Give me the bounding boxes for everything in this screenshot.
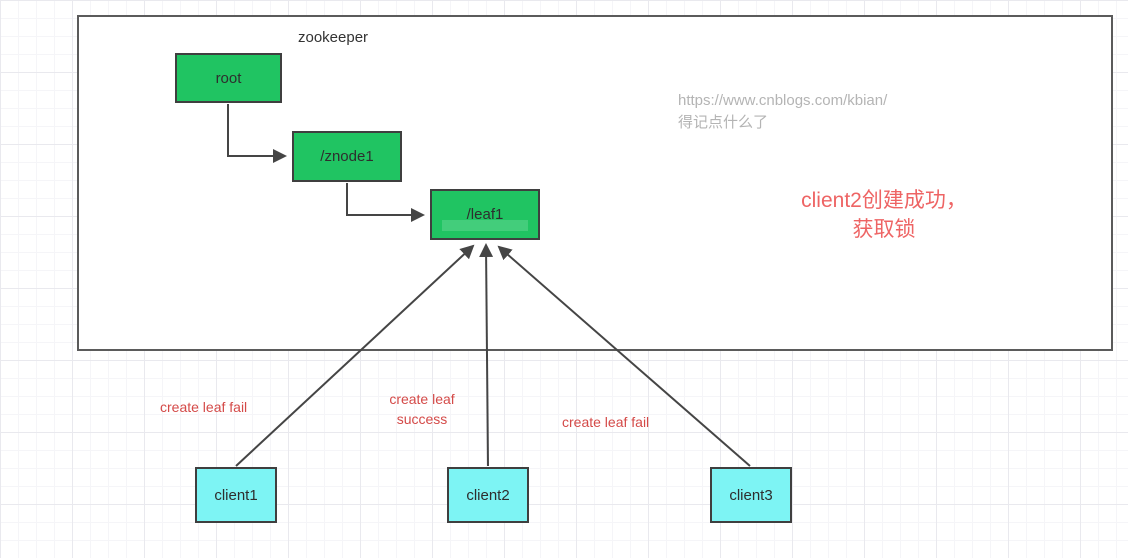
client2-label: client2 (466, 486, 510, 504)
lock-annotation-line2: 获取锁 (852, 218, 916, 241)
znode-leaf1: /leaf1 (430, 189, 540, 240)
client3-box: client3 (710, 467, 792, 523)
arrow-client3-to-leaf1 (497, 245, 751, 467)
arrow-root-to-znode1 (227, 104, 287, 163)
lock-annotation-line1: client2创建成功， (801, 189, 967, 212)
watermark: https://www.cnblogs.com/kbian/ 得记点什么了 (678, 90, 887, 134)
watermark-caption: 得记点什么了 (678, 114, 769, 131)
leaf1-highlight (442, 220, 528, 231)
client1-label: client1 (214, 486, 258, 504)
znode-leaf1-label: /leaf1 (466, 206, 504, 223)
arrow-client1-to-leaf1 (235, 244, 475, 467)
edge-label-client1-fail: create leaf fail (160, 399, 248, 415)
lock-annotation: client2创建成功， 获取锁 (780, 186, 988, 244)
arrow-znode1-to-leaf1 (346, 183, 425, 222)
edge-label-client3-fail: create leaf fail (562, 414, 650, 430)
znode-root: root (175, 53, 282, 103)
znode-znode1: /znode1 (292, 131, 402, 182)
client1-box: client1 (195, 467, 277, 523)
zookeeper-label: zookeeper (298, 29, 369, 46)
edge-label-client2-success: create leaf success (389, 391, 455, 427)
client3-label: client3 (729, 486, 773, 504)
watermark-url: https://www.cnblogs.com/kbian/ (678, 92, 888, 109)
znode-root-label: root (215, 69, 242, 87)
znode-znode1-label: /znode1 (320, 148, 374, 165)
arrow-client2-to-leaf1 (479, 243, 494, 467)
client2-box: client2 (447, 467, 529, 523)
